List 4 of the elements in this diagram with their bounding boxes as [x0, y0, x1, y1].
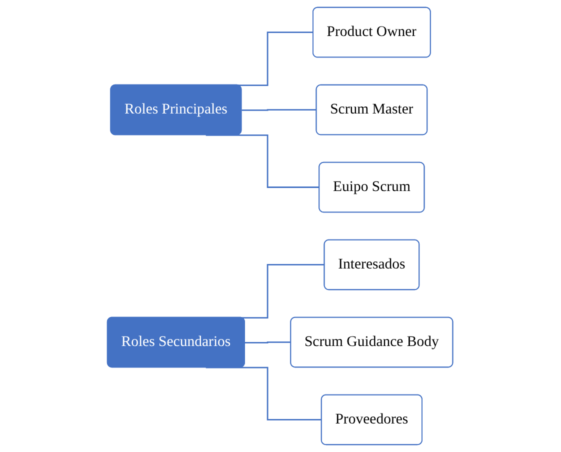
connector: [206, 366, 323, 421]
connector: [242, 109, 318, 111]
connector: [245, 342, 292, 344]
connector: [206, 134, 321, 188]
